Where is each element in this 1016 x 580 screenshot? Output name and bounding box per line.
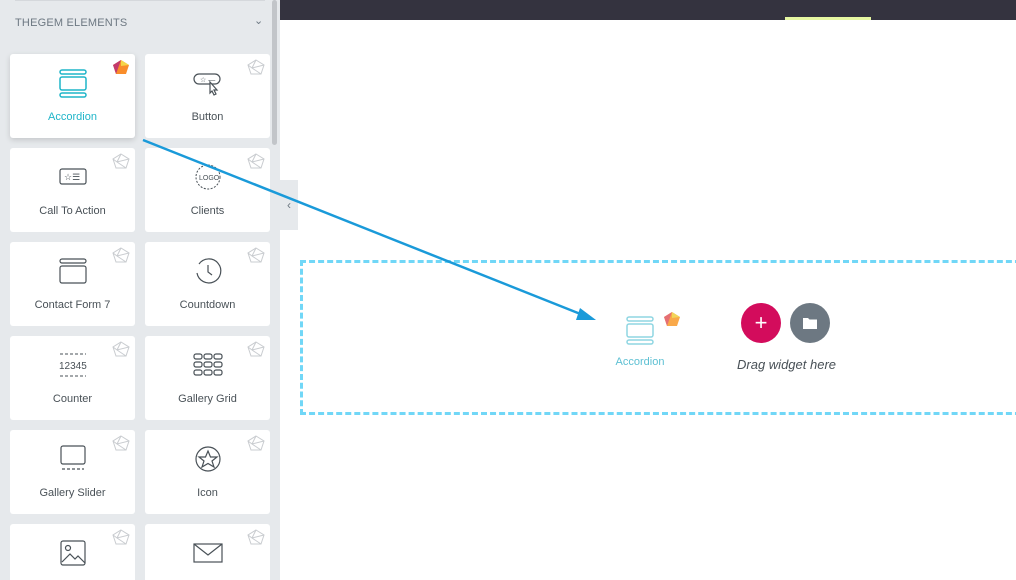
svg-text:LOGO: LOGO [199, 175, 220, 182]
gallery-grid-icon [145, 350, 270, 380]
accordion-icon [10, 68, 135, 98]
countdown-icon [145, 256, 270, 286]
accordion-icon [626, 316, 654, 345]
widget-card[interactable]: ☆ — Button [145, 54, 270, 138]
widget-card[interactable]: Countdown [145, 242, 270, 326]
widget-label: Gallery Grid [178, 393, 237, 405]
widget-label: Button [191, 111, 224, 123]
widget-label: Icon [197, 487, 218, 499]
folder-icon [803, 318, 817, 329]
gallery-slider-icon [10, 444, 135, 474]
ghost-label: Accordion [615, 356, 665, 368]
logo-icon: LOGO [145, 162, 270, 192]
svg-text:☆ —: ☆ — [200, 76, 215, 84]
thegem-badge-icon [247, 59, 265, 80]
widget-card[interactable] [10, 524, 135, 580]
widget-card[interactable]: Contact Form 7 [10, 242, 135, 326]
envelope-icon [145, 538, 270, 568]
thegem-badge-icon [112, 153, 130, 174]
svg-text:☆☰: ☆☰ [64, 172, 80, 182]
image-icon [10, 538, 135, 568]
widget-card[interactable]: Accordion [10, 54, 135, 138]
widget-card[interactable]: LOGO Clients [145, 148, 270, 232]
widget-label: Call To Action [39, 205, 106, 217]
drop-zone[interactable] [300, 260, 1016, 415]
thegem-badge-icon [112, 341, 130, 362]
add-section-button[interactable]: + [741, 303, 781, 343]
pro-badge-icon [112, 59, 130, 80]
pro-badge-icon [664, 312, 680, 326]
thegem-badge-icon [247, 529, 265, 550]
active-menu-underline [785, 17, 871, 20]
collapse-panel-button[interactable]: ‹ [280, 180, 298, 230]
thegem-badge-icon [112, 247, 130, 268]
add-template-button[interactable] [790, 303, 830, 343]
contact-form-icon [10, 256, 135, 286]
widget-card[interactable]: Gallery Grid [145, 336, 270, 420]
plus-icon: + [754, 310, 768, 335]
widget-card[interactable]: Icon [145, 430, 270, 514]
scrollbar[interactable] [272, 0, 277, 145]
page-header [280, 0, 1016, 20]
widget-label: Clients [190, 205, 225, 217]
svg-text:12345: 12345 [59, 361, 87, 372]
drop-hint: Drag widget here [737, 357, 836, 372]
widget-label: Counter [52, 393, 93, 405]
button-icon: ☆ — [145, 68, 270, 98]
category-title[interactable]: THEGEM ELEMENTS [15, 17, 128, 29]
divider [15, 0, 265, 1]
widget-card[interactable]: Gallery Slider [10, 430, 135, 514]
thegem-badge-icon [247, 341, 265, 362]
elements-panel: THEGEM ELEMENTS ⌄ Accordion ☆ — Button ☆☰ Ca… [0, 0, 280, 580]
widget-label: Accordion [48, 111, 97, 123]
widget-card[interactable]: ☆☰ Call To Action [10, 148, 135, 232]
thegem-badge-icon [112, 529, 130, 550]
widget-card[interactable] [145, 524, 270, 580]
widget-label: Gallery Slider [39, 487, 106, 499]
widget-label: Countdown [179, 299, 236, 311]
canvas [280, 0, 1016, 580]
star-icon [145, 444, 270, 474]
thegem-badge-icon [112, 435, 130, 456]
thegem-badge-icon [247, 435, 265, 456]
chevron-down-icon[interactable]: ⌄ [254, 15, 264, 27]
counter-icon: 12345 [10, 350, 135, 380]
dragged-widget-preview[interactable]: Accordion [590, 315, 690, 368]
call-to-action-icon: ☆☰ [10, 162, 135, 192]
widget-label: Contact Form 7 [34, 299, 111, 311]
